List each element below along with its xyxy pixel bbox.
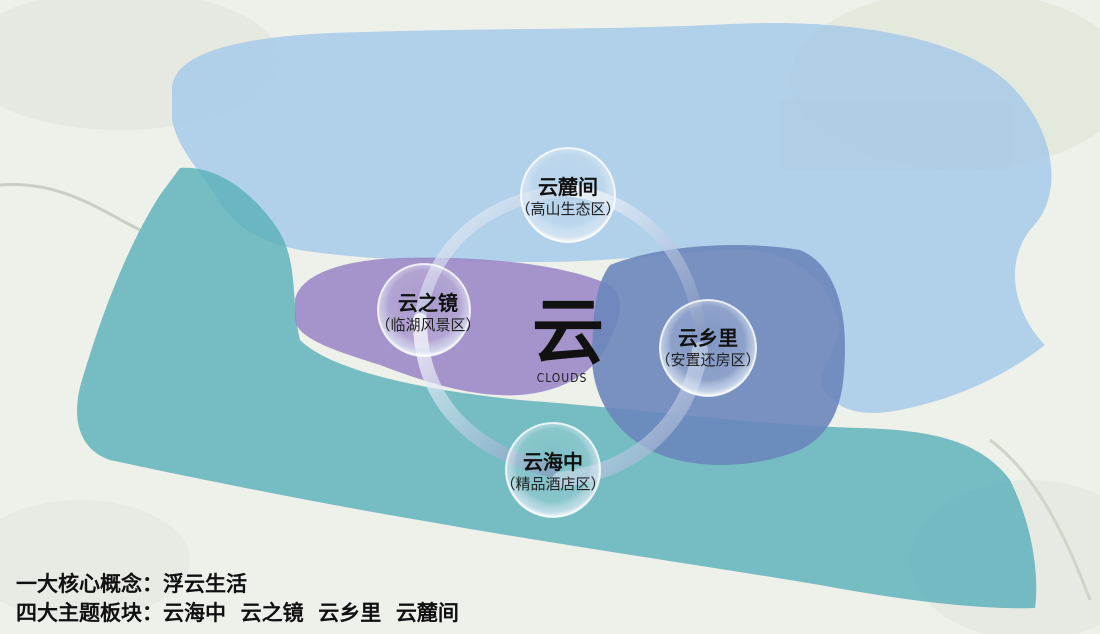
bubble-yunhaizhong — [505, 422, 601, 518]
zone-title: 云之镜 — [397, 291, 458, 315]
caption-line-core-concept: 一大核心概念：浮云生活 — [16, 572, 247, 596]
zone-title: 云海中 — [522, 450, 583, 474]
zone-subtitle: （临湖风景区） — [375, 316, 481, 334]
zone-label-yunlujian: 云麓间 （高山生态区） — [515, 175, 620, 219]
zone-label-yunhaizhong: 云海中 （精品酒店区） — [500, 450, 605, 494]
center-clouds-subtitle: CLOUDS — [536, 371, 588, 385]
zone-label-yunxiangli: 云乡里 （安置还房区） — [655, 326, 760, 370]
zone-title: 云乡里 — [677, 326, 738, 350]
bubble-yunlujian — [520, 147, 616, 243]
bubble-yunzhijing — [377, 263, 471, 357]
zone-lower-area — [77, 167, 1037, 609]
concept-caption: 一大核心概念：浮云生活 四大主题板块：云海中 云之镜 云乡里 云麓间 — [16, 570, 459, 628]
zone-subtitle: （高山生态区） — [515, 200, 621, 218]
caption-line-themes: 四大主题板块：云海中 云之镜 云乡里 云麓间 — [16, 601, 459, 625]
zone-subtitle: （安置还房区） — [655, 351, 761, 369]
zone-upper-area — [171, 23, 1052, 413]
zone-subtitle: （精品酒店区） — [500, 475, 606, 493]
bubble-yunxiangli — [659, 299, 757, 397]
center-cloud-character: 云 — [531, 290, 605, 374]
zone-title: 云麓间 — [537, 175, 598, 199]
zone-label-yunzhijing: 云之镜 （临湖风景区） — [375, 291, 480, 335]
